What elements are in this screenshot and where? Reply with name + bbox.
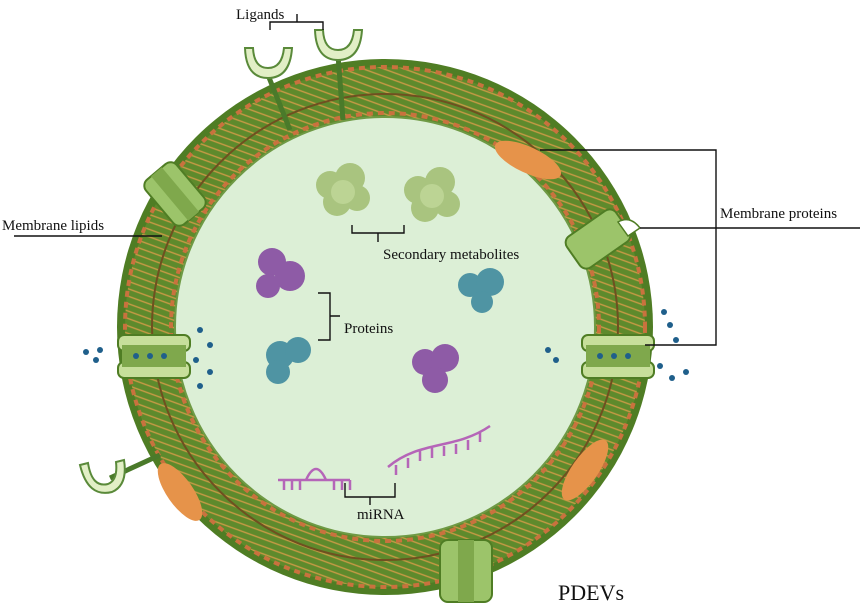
- ion-dot-icon: [553, 357, 559, 363]
- folded-protein-icon: [458, 268, 504, 313]
- ion-dot-icon: [683, 369, 689, 375]
- ion-dot-icon: [545, 347, 551, 353]
- folded-protein-icon: [412, 344, 459, 393]
- diagram-title: PDEVs: [558, 580, 624, 605]
- leader-lines: [14, 14, 860, 505]
- ion-dot-icon: [133, 353, 139, 359]
- ion-dot-icon: [667, 322, 673, 328]
- outer-lipid-heads: [123, 65, 647, 589]
- channel-bottom: [439, 539, 493, 603]
- membrane-lipids-label: Membrane lipids: [2, 218, 104, 234]
- channel-left: [117, 334, 191, 379]
- ion-dots: [83, 309, 689, 389]
- ion-dot-icon: [661, 309, 667, 315]
- ligand-cup-icon: [243, 47, 294, 80]
- secondary-metabolites-label: Secondary metabolites: [383, 247, 519, 263]
- metabolite-cluster-icon: [316, 163, 370, 216]
- inner-lipid-heads: [169, 111, 601, 543]
- ligand-top-left: [243, 47, 294, 131]
- ion-dot-icon: [197, 383, 203, 389]
- folded-protein-icon: [256, 248, 305, 298]
- ion-dot-icon: [673, 337, 679, 343]
- ion-dot-icon: [625, 353, 631, 359]
- channel-right-upper: [564, 208, 642, 270]
- ion-dot-icon: [207, 369, 213, 375]
- ligand-left: [78, 452, 162, 494]
- ion-dot-icon: [147, 353, 153, 359]
- membrane-proteins-label: Membrane proteins: [720, 206, 837, 222]
- ion-dot-icon: [161, 353, 167, 359]
- proteins-label: Proteins: [344, 321, 393, 337]
- mirna-bracket: [344, 483, 396, 505]
- metabolite-cluster-icon: [404, 167, 460, 222]
- mirna-strand-icon: [278, 467, 352, 490]
- ion-dot-icon: [657, 363, 663, 369]
- channel-top-left: [143, 161, 207, 227]
- ion-dot-icon: [197, 327, 203, 333]
- ion-dot-icon: [597, 353, 603, 359]
- bilayer-midline: [151, 93, 619, 561]
- vesicle-lumen: [174, 116, 596, 538]
- ligand-top-right: [313, 29, 364, 121]
- ligands-label: Ligands: [236, 7, 284, 23]
- ion-dot-icon: [83, 349, 89, 355]
- vesicle-membrane: [117, 59, 653, 595]
- proteins-bracket: [318, 292, 340, 341]
- ligand-cup-icon: [313, 29, 364, 62]
- ion-dot-icon: [93, 357, 99, 363]
- ion-dot-icon: [207, 342, 213, 348]
- ion-dot-icon: [193, 357, 199, 363]
- mirna-strand-icon: [387, 424, 491, 475]
- ion-dot-icon: [669, 375, 675, 381]
- mirna-label: miRNA: [357, 507, 405, 523]
- ion-dot-icon: [97, 347, 103, 353]
- channel-right: [581, 334, 655, 379]
- ion-dot-icon: [611, 353, 617, 359]
- ligands-bracket: [269, 14, 324, 30]
- membrane-proteins-leader: [540, 149, 860, 346]
- ligand-cup-icon: [78, 458, 126, 494]
- folded-protein-icon: [266, 337, 311, 384]
- secondary-metabolites-bracket: [351, 225, 405, 242]
- orange-proteins: [157, 140, 609, 521]
